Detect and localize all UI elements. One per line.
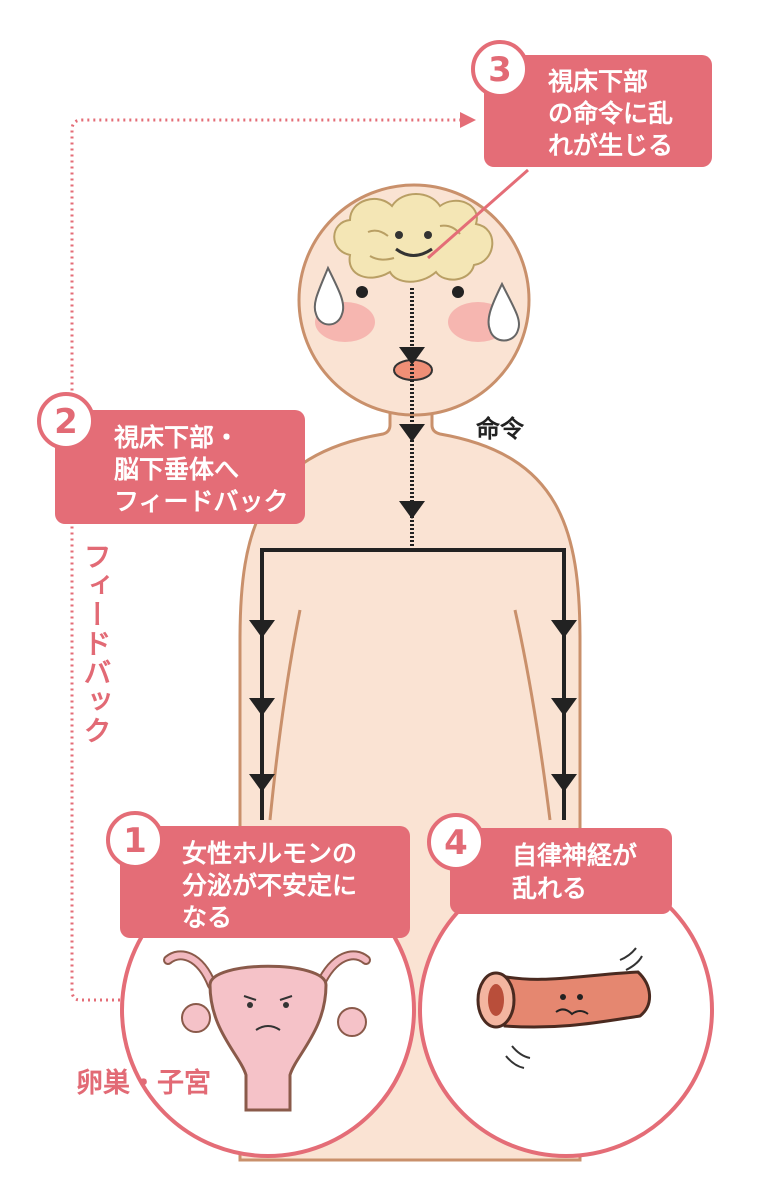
callout-1-box [120, 826, 410, 938]
callout-3-line-2: の命令に乱 [548, 99, 673, 128]
command-branch-line [260, 548, 566, 820]
right-eye [452, 286, 464, 298]
callout-3-number: 3 [488, 50, 512, 90]
right-arm-line [513, 609, 552, 821]
callout-3-pointer [427, 168, 529, 260]
callout-3-box [484, 55, 712, 167]
callout-1-line-1: 女性ホルモンの [182, 839, 357, 868]
callout-4-line-2: 乱れる [512, 874, 587, 903]
sweat-drop-icon [313, 265, 345, 326]
feedback-arrowhead [460, 112, 476, 128]
sweat-drop-icon [487, 281, 520, 342]
callout-4-badge [427, 813, 485, 871]
ovary-uterus-label: 卵巣・子宮 [76, 1067, 211, 1099]
callout-1-line-3: なる [182, 903, 232, 932]
left-eye [356, 286, 368, 298]
command-label: 命令 [476, 415, 525, 443]
callout-1-number: 1 [123, 821, 147, 861]
command-arrow [551, 774, 577, 792]
callout-4-line-1: 自律神経が [512, 841, 637, 870]
callout-3-badge [471, 40, 529, 98]
callout-4-box [450, 828, 672, 914]
left-arm-line [268, 609, 302, 821]
feedback-loop-line [70, 118, 468, 1002]
callout-3-line-3: れが生じる [548, 131, 673, 160]
troubled-blood-vessel-icon [476, 947, 651, 1069]
command-arrow [399, 424, 425, 442]
troubled-uterus-icon [163, 950, 371, 1112]
callout-2-number: 2 [54, 402, 78, 442]
command-arrow [399, 347, 425, 365]
callout-2-line-2: 脳下垂体へ [114, 455, 239, 484]
command-arrow [249, 698, 275, 716]
callout-4-number: 4 [444, 823, 468, 863]
callout-2-line-1: 視床下部・ [114, 423, 239, 452]
callout-1-badge [106, 811, 164, 869]
command-arrow [551, 620, 577, 638]
command-arrow [551, 698, 577, 716]
command-arrow [249, 620, 275, 638]
command-arrow [249, 774, 275, 792]
command-arrow [399, 501, 425, 519]
callout-1-line-2: 分泌が不安定に [182, 871, 357, 900]
callout-2-line-3: フィードバック [114, 487, 289, 516]
smiling-brain-icon [333, 193, 494, 283]
callout-2-box [55, 410, 305, 524]
callout-2-badge [37, 392, 95, 450]
callout-3-line-1: 視床下部 [548, 67, 648, 96]
feedback-vertical-label: フィードバック [80, 542, 113, 745]
